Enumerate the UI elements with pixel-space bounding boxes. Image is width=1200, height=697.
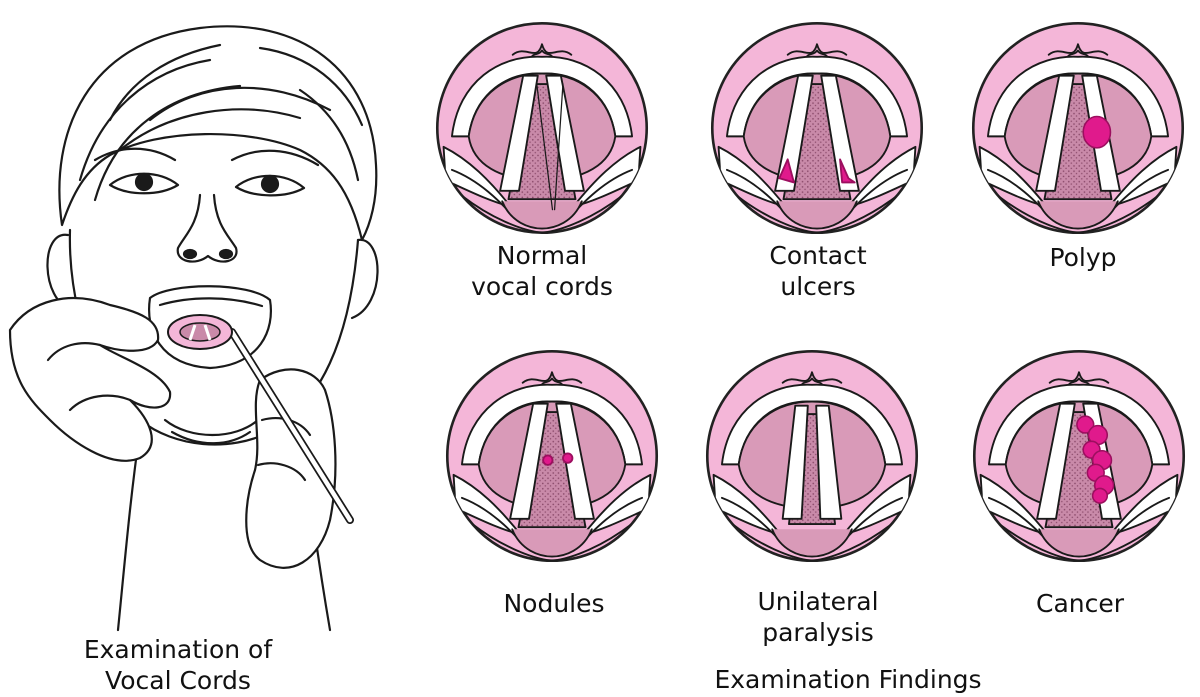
label-polyp: Polyp: [1049, 243, 1117, 272]
finding-disc-contact-ulcers: [710, 21, 924, 235]
label-cancer: Cancer: [1035, 589, 1125, 618]
label-unilateral-paralysis: Unilateral paralysis: [757, 587, 879, 647]
label-nodules: Nodules: [503, 589, 605, 618]
nose: [176, 193, 238, 263]
laryngeal-mirror: [167, 314, 233, 350]
right-ear: [350, 238, 379, 320]
left-hand: [8, 297, 172, 462]
hair: [58, 25, 378, 242]
exam-illustration: [8, 25, 379, 632]
caption-examination-of-vocal-cords: Examination of Vocal Cords: [83, 635, 273, 695]
left-eyebrow: [93, 147, 177, 162]
label-normal-vocal-cords: Normal vocal cords: [471, 241, 613, 301]
finding-disc-normal: [435, 21, 649, 235]
label-contact-ulcers: Contact ulcers: [769, 241, 867, 301]
right-eyebrow: [230, 149, 320, 167]
finding-disc-cancer: [972, 349, 1186, 563]
finding-disc-nodules: [445, 349, 659, 563]
right-eye: [234, 174, 306, 197]
left-eye: [108, 172, 180, 195]
finding-disc-unilateral-paralysis: [705, 349, 919, 563]
heading-examination-findings: Examination Findings: [714, 665, 982, 694]
finding-disc-polyp: [971, 21, 1185, 235]
